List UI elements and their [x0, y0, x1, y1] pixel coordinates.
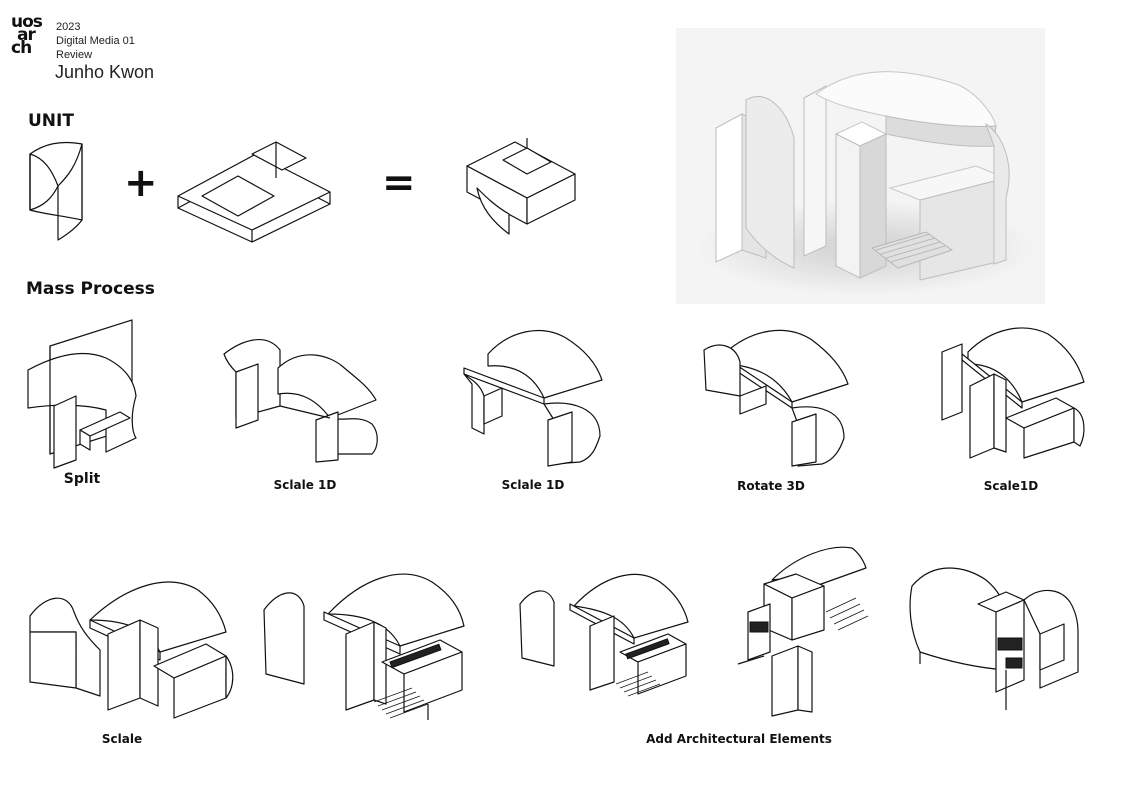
process-step-scale-1d-a-drawing	[222, 322, 384, 462]
caption-sclale-1d-a: Sclale 1D	[273, 478, 337, 492]
caption-split: Split	[63, 471, 101, 487]
course-meta: 2023 Digital Media 01 Review	[56, 20, 135, 62]
logo-line-3: ch	[11, 38, 32, 58]
caption-sclale: Sclale	[101, 732, 143, 746]
process-step-scale1d-drawing	[938, 322, 1088, 458]
caption-add-architectural-elements: Add Architectural Elements	[646, 732, 832, 746]
author-name: Junho Kwon	[55, 62, 155, 82]
logo-line-2: ar	[17, 25, 36, 45]
mass-process-heading: Mass Process	[26, 279, 155, 299]
plus-sign: +	[124, 160, 158, 206]
process-step-elements-b-drawing	[518, 566, 692, 702]
unit-heading: UNIT	[28, 111, 74, 131]
unit-block-module	[176, 138, 332, 242]
caption-sclale-1d-b: Sclale 1D	[501, 478, 565, 492]
process-step-scale-1d-b-drawing	[462, 324, 606, 466]
process-step-split-drawing	[24, 318, 142, 468]
rendered-mass-view	[676, 28, 1045, 304]
unit-combined-result	[463, 136, 583, 242]
course-label: Digital Media 01	[56, 35, 135, 47]
review-label: Review	[56, 49, 93, 61]
process-step-elements-c-drawing	[736, 540, 872, 716]
logo-line-1: uos	[11, 12, 43, 32]
process-step-elements-a-drawing	[262, 564, 468, 722]
year-label: 2023	[56, 21, 81, 33]
equals-sign: =	[382, 160, 416, 206]
process-step-rotate-3d-drawing	[700, 326, 856, 466]
school-logo: uos ar ch	[11, 12, 49, 58]
caption-rotate-3d: Rotate 3D	[737, 479, 805, 493]
process-step-scale-drawing	[28, 570, 230, 720]
caption-scale1d: Scale1D	[983, 479, 1039, 493]
unit-curved-surface	[24, 136, 88, 242]
process-step-elements-d-drawing	[910, 560, 1082, 712]
